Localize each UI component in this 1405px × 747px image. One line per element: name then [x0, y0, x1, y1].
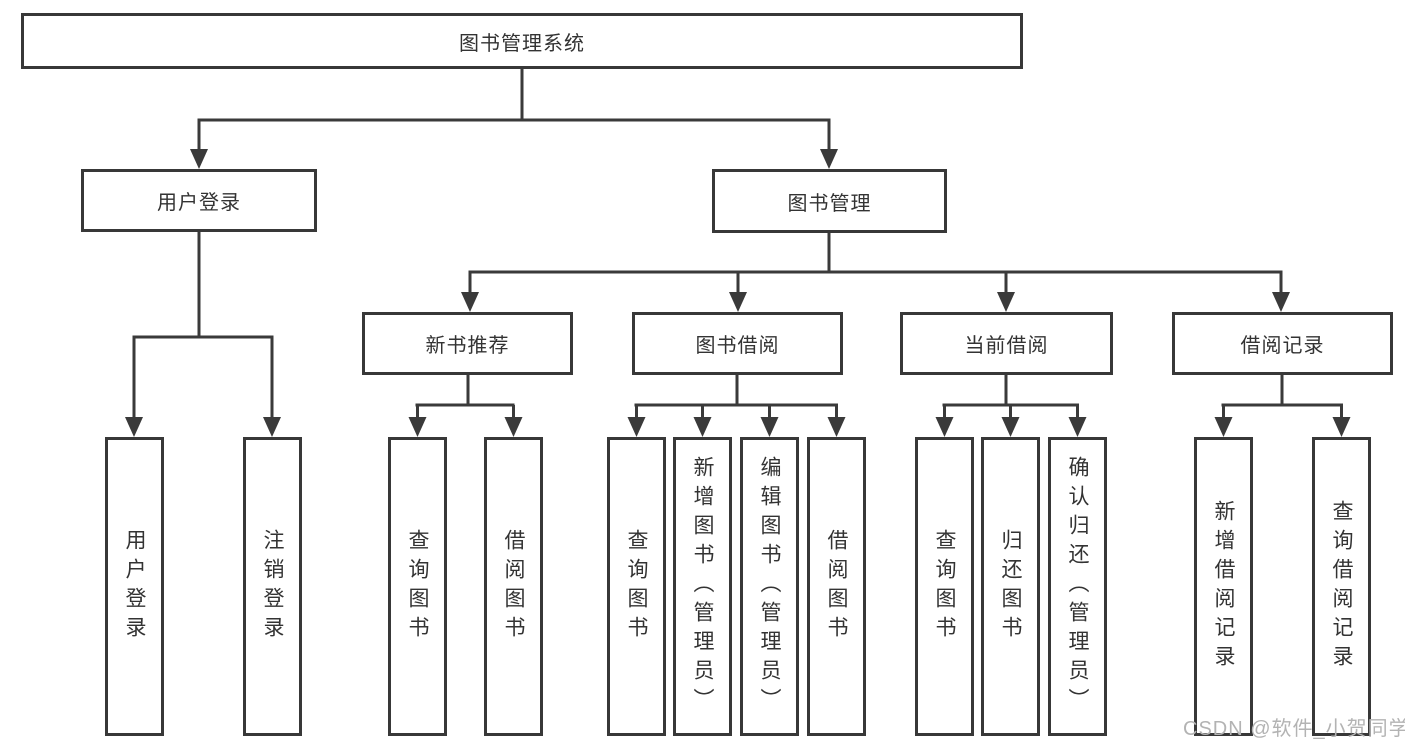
arrow-down-icon — [729, 292, 747, 312]
arrow-down-icon — [461, 292, 479, 312]
connector-root-to-level2 — [197, 69, 831, 160]
arrow-down-icon — [997, 292, 1015, 312]
arrow-down-icon — [627, 417, 646, 437]
arrowheads — [125, 149, 1351, 437]
arrow-down-icon — [1214, 417, 1233, 437]
node-new-book-recommend: 新书推荐 — [362, 312, 573, 375]
leaf-edit-book-admin: 编辑图书（管理员） — [740, 437, 799, 736]
leaf-query-books-3: 查询图书 — [915, 437, 974, 736]
arrow-down-icon — [1332, 417, 1351, 437]
arrow-down-icon — [935, 417, 954, 437]
leaf-query-borrow-record: 查询借阅记录 — [1312, 437, 1371, 736]
arrow-down-icon — [190, 149, 208, 169]
leaf-label: 注销登录 — [261, 528, 284, 645]
arrow-down-icon — [760, 417, 779, 437]
leaf-label: 用户登录 — [123, 528, 146, 645]
node-book-borrowing: 图书借阅 — [632, 312, 843, 375]
node-borrowing-records: 借阅记录 — [1172, 312, 1393, 375]
node-user-login: 用户登录 — [81, 169, 317, 232]
leaf-add-book-admin: 新增图书（管理员） — [673, 437, 732, 736]
leaf-borrow-books-1: 借阅图书 — [484, 437, 543, 736]
connector-current-to-children — [942, 375, 1079, 428]
arrow-down-icon — [1001, 417, 1020, 437]
leaf-logout: 注销登录 — [243, 437, 302, 736]
connector-book-mgmt-to-level3 — [468, 233, 1283, 303]
leaf-label: 查询图书 — [933, 528, 956, 645]
node-current-borrowing: 当前借阅 — [900, 312, 1113, 375]
arrow-down-icon — [1068, 417, 1087, 437]
leaf-label: 查询图书 — [625, 528, 648, 645]
arrow-down-icon — [693, 417, 712, 437]
leaf-label: 借阅图书 — [502, 528, 525, 645]
arrow-down-icon — [820, 149, 838, 169]
arrow-down-icon — [263, 417, 281, 437]
leaf-borrow-books-2: 借阅图书 — [807, 437, 866, 736]
leaf-label: 查询借阅记录 — [1330, 499, 1353, 674]
leaf-query-books-2: 查询图书 — [607, 437, 666, 736]
connector-new-books-to-children — [415, 375, 515, 428]
leaf-label: 归还图书 — [999, 528, 1022, 645]
arrow-down-icon — [125, 417, 143, 437]
leaf-label: 确认归还（管理员） — [1066, 456, 1089, 717]
leaf-label: 借阅图书 — [825, 528, 848, 645]
leaf-query-books-1: 查询图书 — [388, 437, 447, 736]
connector-user-login-to-children — [132, 232, 274, 428]
leaf-label: 新增图书（管理员） — [691, 456, 714, 717]
node-book-management: 图书管理 — [712, 169, 947, 233]
csdn-watermark: CSDN @软件_小贺同学 — [1183, 718, 1405, 740]
leaf-add-borrow-record: 新增借阅记录 — [1194, 437, 1253, 736]
connector-records-to-children — [1221, 375, 1343, 428]
arrow-down-icon — [408, 417, 427, 437]
leaf-label: 编辑图书（管理员） — [758, 456, 781, 717]
leaf-user-login: 用户登录 — [105, 437, 164, 736]
leaf-return-book: 归还图书 — [981, 437, 1040, 736]
leaf-label: 新增借阅记录 — [1212, 499, 1235, 674]
arrow-down-icon — [827, 417, 846, 437]
leaf-label: 查询图书 — [406, 528, 429, 645]
leaf-confirm-return-admin: 确认归还（管理员） — [1048, 437, 1107, 736]
connector-borrowing-to-children — [634, 375, 838, 428]
arrow-down-icon — [1272, 292, 1290, 312]
node-root: 图书管理系统 — [21, 13, 1023, 69]
arrow-down-icon — [504, 417, 523, 437]
